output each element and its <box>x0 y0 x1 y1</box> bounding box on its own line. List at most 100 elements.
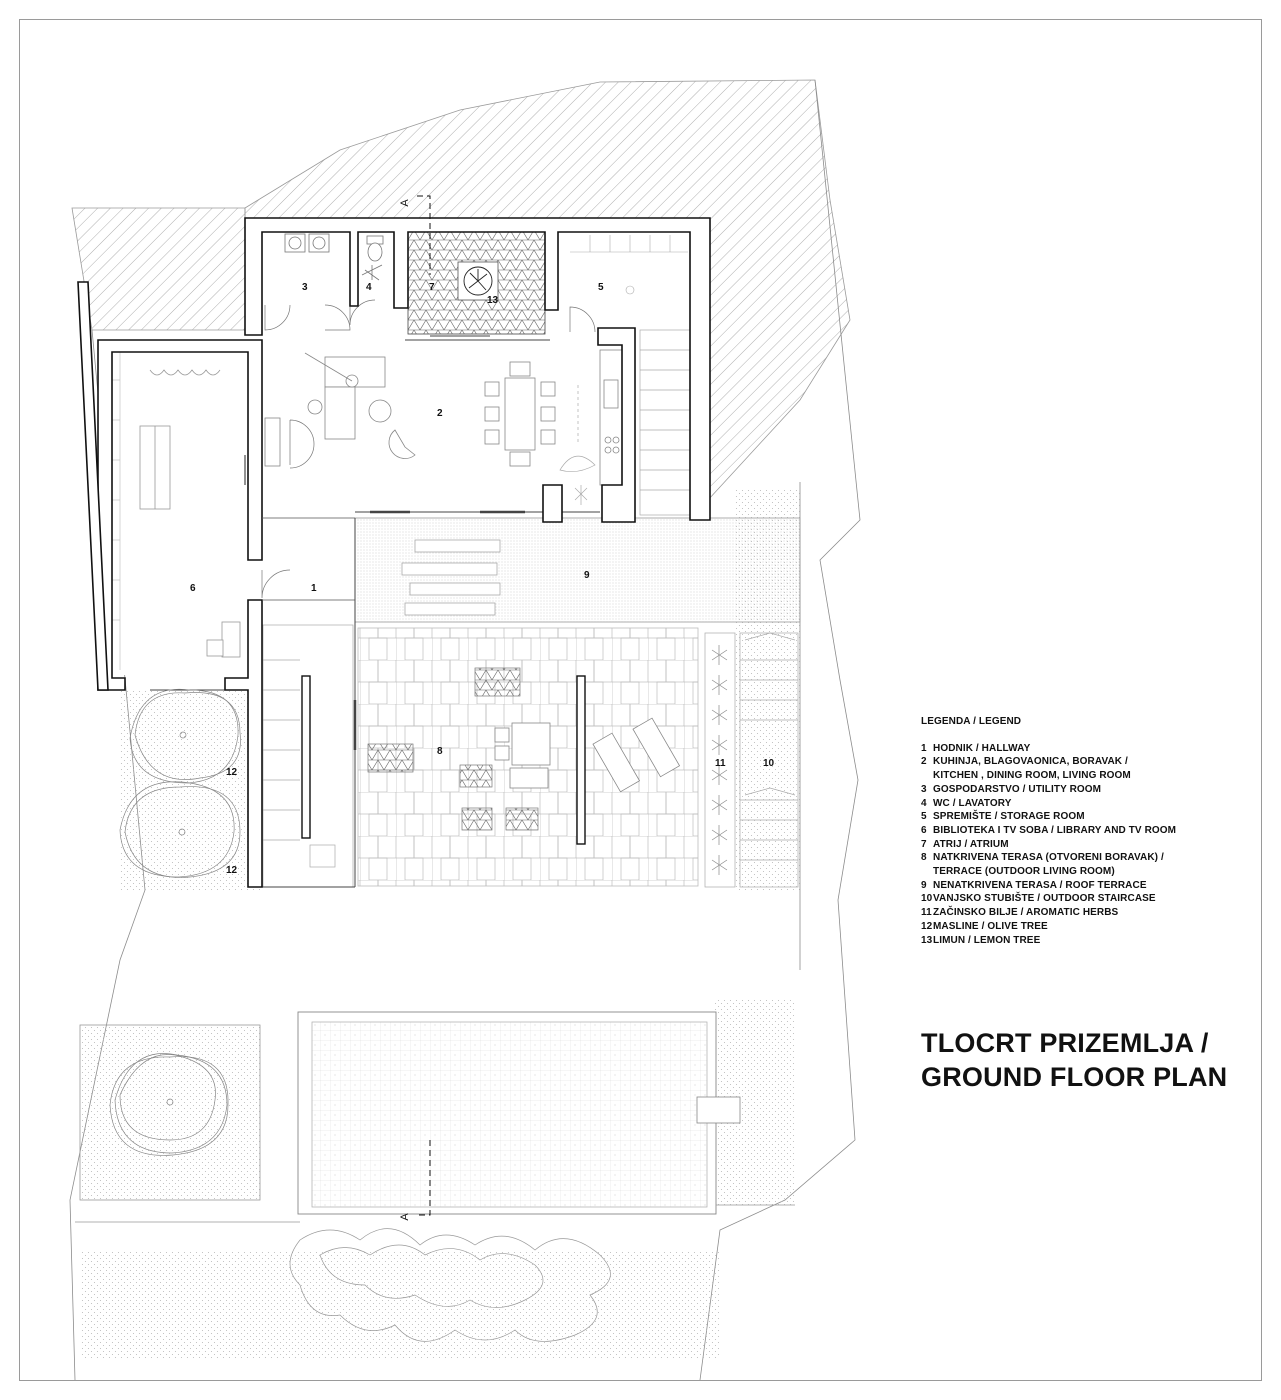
legend-item-text: NATKRIVENA TERASA (OTVORENI BORAVAK) / TE… <box>933 851 1164 878</box>
legend-item-number: 3 <box>921 783 927 795</box>
legend-item-text: ZAČINSKO BILJE / AROMATIC HERBS <box>933 906 1118 920</box>
room-label-13: 13 <box>487 295 499 306</box>
library-furniture <box>139 369 241 658</box>
pool-edge-lines <box>75 1204 795 1223</box>
legend-item-line: NATKRIVENA TERASA (OTVORENI BORAVAK) / <box>933 852 1164 864</box>
herb-plants <box>711 645 728 875</box>
plan-title: TLOCRT PRIZEMLJA / GROUND FLOOR PLAN <box>921 1026 1227 1094</box>
legend-item-line: ATRIJ / ATRIUM <box>933 838 1009 850</box>
terrace-columns <box>301 675 586 845</box>
legend-item-line: WC / LAVATORY <box>933 797 1012 809</box>
storage-shelving <box>570 235 688 295</box>
east-stair-upper <box>639 329 691 516</box>
legend-item-line: HODNIK / HALLWAY <box>933 742 1031 754</box>
legend-item-number: 12 <box>921 920 933 932</box>
room-label-9: 9 <box>584 570 590 581</box>
room-label-11: 11 <box>715 758 726 769</box>
legend-item: 9 NENATKRIVENA TERASA / ROOF TERRACE <box>921 879 1221 893</box>
legend-item-line: ZAČINSKO BILJE / AROMATIC HERBS <box>933 907 1119 919</box>
pool-water <box>311 1021 708 1208</box>
utility-appliances <box>284 233 330 253</box>
legend-item: 5 SPREMIŠTE / STORAGE ROOM <box>921 810 1221 824</box>
plan-title-line-2: GROUND FLOOR PLAN <box>921 1062 1228 1092</box>
legend-item: 4 WC / LAVATORY <box>921 797 1221 811</box>
legend-item-text: GOSPODARSTVO / UTILITY ROOM <box>933 783 1101 797</box>
kitchen-details <box>559 385 596 505</box>
room-label-3: 3 <box>302 282 308 293</box>
legend-items: 1 HODNIK / HALLWAY 2 KUHINJA, BLAGOVAONICA,… <box>921 742 1221 948</box>
legend-item-line: TERRACE (OUTDOOR LIVING ROOM) <box>933 866 1115 878</box>
legend-item-number: 1 <box>921 742 927 754</box>
legend-item-number: 2 <box>921 756 927 768</box>
room-label-12b: 12 <box>226 865 238 876</box>
legend-item-line: MASLINE / OLIVE TREE <box>933 920 1048 932</box>
legend-item-text: VANJSKO STUBIŠTE / OUTDOOR STAIRCASE <box>933 892 1156 906</box>
legend-item: 7 ATRIJ / ATRIUM <box>921 838 1221 852</box>
room-label-2: 2 <box>437 408 443 419</box>
legend-item: 2 KUHINJA, BLAGOVAONICA, BORAVAK / KITCHEN… <box>921 755 1221 782</box>
library-room-floor <box>105 345 250 675</box>
legend-item-line: KUHINJA, BLAGOVAONICA, BORAVAK / <box>933 756 1128 768</box>
legend-item-line: GOSPODARSTVO / UTILITY ROOM <box>933 783 1102 795</box>
garden-south <box>80 1250 720 1360</box>
pool-step <box>696 1096 741 1124</box>
legend-item-text: SPREMIŠTE / STORAGE ROOM <box>933 810 1085 824</box>
legend-item-number: 7 <box>921 838 927 850</box>
legend-item-text: ATRIJ / ATRIUM <box>933 838 1009 852</box>
room-label-6: 6 <box>190 583 196 594</box>
plan-title-line-1: TLOCRT PRIZEMLJA / <box>921 1028 1209 1058</box>
legend-item-number: 10 <box>921 893 933 905</box>
drawing-frame <box>19 19 1262 1381</box>
outdoor-staircase <box>739 632 799 888</box>
roof-terrace-steps <box>401 539 501 616</box>
lemon-tree <box>463 266 493 296</box>
legend-item: 1 HODNIK / HALLWAY <box>921 742 1221 756</box>
room-label-1: 1 <box>311 583 317 594</box>
hillside-hatch <box>71 207 246 331</box>
exterior-walls <box>77 217 711 888</box>
section-label-bottom: A <box>399 1213 411 1221</box>
legend-item-text: LIMUN / LEMON TREE <box>933 934 1040 948</box>
legend-item-line: KITCHEN , DINING ROOM, LIVING ROOM <box>933 770 1131 782</box>
legend-item-line: LIMUN / LEMON TREE <box>933 934 1041 946</box>
legend-item-text: BIBLIOTEKA I TV SOBA / LIBRARY AND TV RO… <box>933 824 1176 838</box>
legend-item-number: 5 <box>921 811 927 823</box>
legend-item-text: WC / LAVATORY <box>933 797 1012 811</box>
terrace-triangle-tiles <box>367 667 539 831</box>
door-swings <box>261 299 596 599</box>
legend-item-number: 6 <box>921 824 927 836</box>
section-label-top: A <box>399 199 411 207</box>
legend-item-number: 9 <box>921 879 927 891</box>
garden-west <box>120 690 260 890</box>
legend-item-number: 4 <box>921 797 927 809</box>
olive-trees <box>109 688 241 1156</box>
legend-item-number: 11 <box>921 907 932 919</box>
kitchen-counter <box>599 349 623 486</box>
legend-item-line: NENATKRIVENA TERASA / ROOF TERRACE <box>933 879 1147 891</box>
room-label-12a: 12 <box>226 767 238 778</box>
legend-item-text: NENATKRIVENA TERASA / ROOF TERRACE <box>933 879 1147 893</box>
room-label-5: 5 <box>598 282 604 293</box>
legend-item-number: 13 <box>921 934 933 946</box>
legend-item-line: VANJSKO STUBIŠTE / OUTDOOR STAIRCASE <box>933 893 1156 905</box>
southern-shrubs <box>289 1228 611 1342</box>
garden-south-west <box>79 1024 261 1201</box>
living-room-furniture <box>264 352 416 467</box>
legend-item: 6 BIBLIOTEKA I TV SOBA / LIBRARY AND TV R… <box>921 824 1221 838</box>
terrace-furniture <box>494 717 681 793</box>
dining-table <box>484 361 556 467</box>
wc-fixtures <box>361 235 384 281</box>
herb-bed <box>704 632 736 888</box>
legend-item-number: 8 <box>921 852 927 864</box>
legend-item-text: HODNIK / HALLWAY <box>933 742 1030 756</box>
room-label-8: 8 <box>437 746 443 757</box>
section-marker-top <box>417 195 431 275</box>
section-marker-bottom <box>417 1140 431 1216</box>
room-label-7: 7 <box>429 282 435 293</box>
